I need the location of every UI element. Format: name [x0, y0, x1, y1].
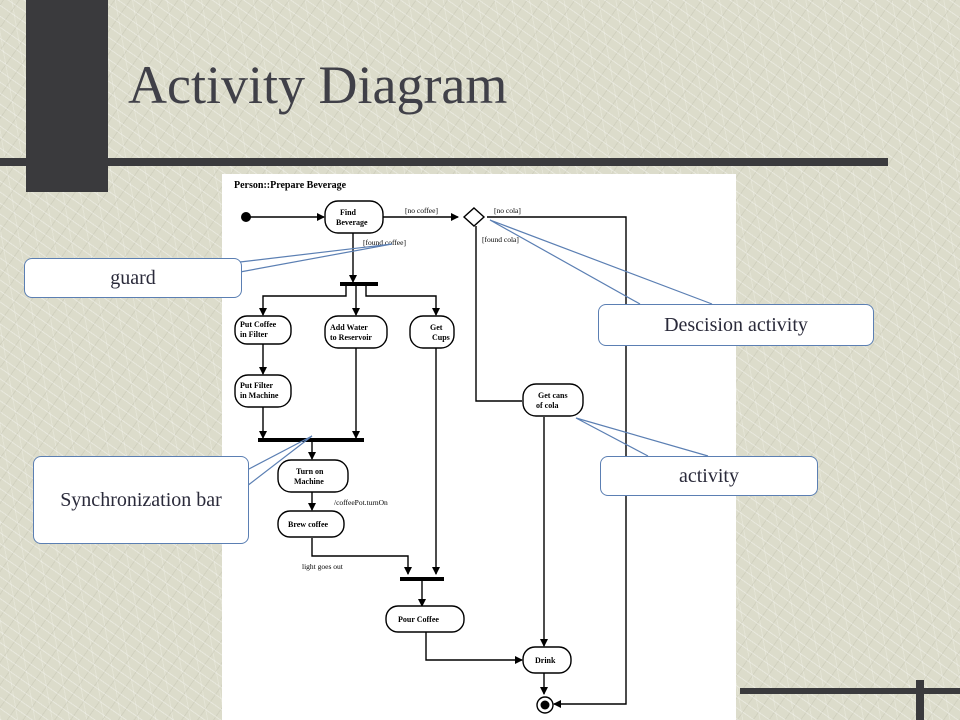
pour-coffee-label: Pour Coffee	[398, 615, 439, 624]
activity-get-cups	[409, 315, 455, 349]
get-cups-line2: Cups	[432, 333, 450, 342]
callout-decision-activity: Descision activity	[598, 304, 874, 346]
sync-bar-join	[258, 438, 364, 442]
add-water-line2: to Reservoir	[330, 333, 372, 342]
put-coffee-line1: Put Coffee	[240, 320, 277, 329]
put-coffee-line2: in Filter	[240, 330, 268, 339]
slide-title: Activity Diagram	[128, 55, 508, 115]
guard-found-cola: [found cola]	[482, 235, 519, 244]
get-cups-line1: Get	[430, 323, 443, 332]
guard-no-coffee: [no coffee]	[405, 206, 438, 215]
add-water-line1: Add Water	[330, 323, 368, 332]
callout-decision-text: Descision activity	[664, 313, 808, 336]
activity-add-water	[324, 315, 388, 349]
drink-label: Drink	[535, 656, 556, 665]
diagram-panel: Person::Prepare Beverage	[222, 174, 736, 720]
get-cans-line2: of cola	[536, 401, 558, 410]
activity-pour-coffee	[385, 605, 465, 633]
activity-find-beverage	[324, 200, 384, 234]
sync-bar-join-coffee	[400, 577, 444, 581]
activity-diagram: Person::Prepare Beverage	[234, 180, 627, 714]
callout-activity-text: activity	[679, 464, 739, 487]
activity-put-coffee	[234, 315, 292, 345]
decision-diamond	[462, 207, 486, 227]
find-beverage-line1: Find	[340, 208, 357, 217]
initial-node	[241, 212, 251, 222]
activity-turn-on	[277, 459, 349, 493]
callout-guard: guard	[24, 258, 242, 298]
activity-brew-coffee	[277, 510, 345, 538]
callout-activity: activity	[600, 456, 818, 496]
title-underline-bar	[0, 158, 888, 166]
find-beverage-line2: Beverage	[336, 218, 368, 227]
put-filter-line1: Put Filter	[240, 381, 274, 390]
callout-sync-text: Synchronization bar	[60, 489, 222, 511]
turn-on-line1: Turn on	[296, 467, 324, 476]
event-light-goes-out: light goes out	[302, 562, 344, 571]
diagram-header: Person::Prepare Beverage	[234, 180, 347, 191]
callout-synchronization-bar: Synchronization bar	[33, 456, 249, 544]
turn-on-line2: Machine	[294, 477, 324, 486]
get-cans-line1: Get cans	[538, 391, 568, 400]
guard-found-coffee: [found coffee]	[363, 238, 406, 247]
decorative-corner-bar	[916, 680, 924, 720]
guard-no-cola: [no cola]	[494, 206, 521, 215]
callout-guard-text: guard	[110, 266, 156, 289]
brew-coffee-label: Brew coffee	[288, 520, 329, 529]
activity-get-cans	[522, 383, 584, 417]
decorative-bottom-bar	[740, 688, 960, 694]
activity-drink	[522, 646, 572, 674]
action-coffeepot-turnon: /coffeePot.turnOn	[334, 498, 388, 507]
activity-put-filter	[234, 374, 292, 408]
sync-bar-fork	[340, 282, 378, 286]
put-filter-line2: in Machine	[240, 391, 279, 400]
